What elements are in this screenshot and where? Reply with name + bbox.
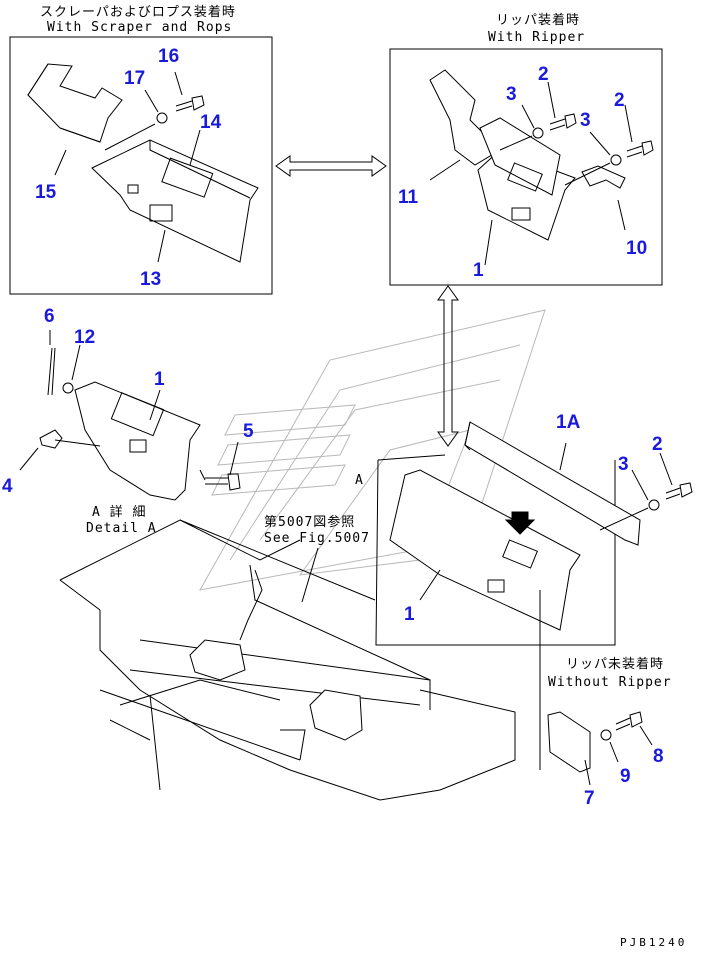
callout-17: 17	[124, 68, 145, 89]
part-1-plate-right	[389, 469, 581, 631]
callout-11: 11	[398, 187, 419, 208]
callout-13: 13	[140, 269, 161, 290]
part-9-washer	[600, 729, 612, 741]
callout-3-right: 3	[618, 454, 629, 475]
callout-1-ripper: 1	[473, 260, 484, 281]
callout-16: 16	[158, 46, 179, 67]
without-ripper-group: リッパ未装着時 Without Ripper 8 9 7	[547, 656, 672, 809]
callout-14: 14	[200, 112, 222, 133]
right-assembly: 1A 2 3 1	[375, 412, 693, 770]
part-6-pin	[47, 347, 56, 396]
callout-3-ripper-b: 3	[580, 110, 591, 131]
part-7-plate	[547, 711, 591, 773]
right-assembly-frame	[375, 454, 616, 646]
see-fig-leader	[301, 547, 319, 603]
scraper-rops-panel: スクレーパおよびロプス装着時 With Scraper and Rops 16 …	[9, 4, 273, 295]
callout-2-ripper-b: 2	[614, 90, 625, 111]
callout-10: 10	[626, 238, 647, 259]
callout-8: 8	[653, 746, 664, 767]
watermark-logo	[199, 309, 546, 591]
part-2-bolt-right	[665, 482, 693, 500]
callout-3-ripper-a: 3	[506, 84, 517, 105]
scraper-caption-en: With Scraper and Rops	[47, 20, 232, 35]
callout-1-right: 1	[404, 604, 415, 625]
part-2-bolt-a	[549, 113, 577, 131]
part-14-window	[161, 157, 214, 198]
left-assembly: 6 12 1 5 4	[2, 306, 254, 501]
part-4-clip	[39, 429, 101, 449]
ripper-caption-en: With Ripper	[488, 30, 585, 45]
scraper-caption-jp: スクレーパおよびロプス装着時	[40, 4, 236, 20]
callout-2-ripper-a: 2	[538, 64, 549, 85]
part-15-bracket	[27, 63, 123, 143]
part-3-washer-b	[610, 154, 622, 166]
callout-5: 5	[243, 421, 254, 442]
part-16-bolt	[175, 95, 205, 112]
part-13-nut	[127, 184, 139, 194]
callout-1A: 1A	[556, 412, 581, 433]
callout-12: 12	[74, 327, 95, 348]
part-5-bolt	[205, 473, 241, 491]
part-2-bolt-b	[626, 140, 654, 158]
part-13-pad	[149, 204, 173, 222]
without-ripper-caption-en: Without Ripper	[548, 675, 672, 690]
part-3-washer-a	[532, 127, 544, 139]
part-17-washer	[156, 112, 168, 124]
part-14-plate	[91, 139, 259, 263]
shipping-arrow-icon	[504, 511, 536, 535]
part-1-cover	[74, 381, 201, 501]
swap-arrow-horizontal	[275, 155, 387, 177]
ripper-panel-frame	[389, 48, 663, 286]
callout-15: 15	[35, 182, 57, 203]
part-10-plate	[581, 165, 626, 189]
see-fig-caption-jp: 第5007図参照	[264, 514, 355, 530]
ripper-panel: リッパ装着時 With Ripper 2 3 3 2 11 10 1	[389, 12, 663, 286]
callout-4: 4	[2, 476, 13, 497]
callout-7: 7	[584, 788, 595, 809]
callout-6: 6	[44, 306, 55, 327]
see-fig-caption-en: See Fig.5007	[264, 531, 370, 546]
part-8-bolt	[615, 711, 643, 731]
scraper-panel-frame	[9, 36, 273, 295]
ripper-caption-jp: リッパ装着時	[496, 12, 580, 28]
part-12-washer	[62, 382, 74, 394]
swap-arrow-vertical	[437, 285, 459, 447]
drawing-code: PJB1240	[620, 936, 687, 949]
callout-2-right: 2	[652, 434, 663, 455]
machine-body	[59, 519, 516, 801]
callout-9: 9	[620, 766, 631, 787]
without-ripper-caption-jp: リッパ未装着時	[566, 656, 664, 672]
callout-1-left: 1	[154, 369, 165, 390]
detail-caption-jp: A 詳 細	[92, 504, 146, 520]
detail-caption-en: Detail A	[86, 521, 157, 536]
part-3-washer-right	[648, 499, 660, 511]
detail-a-marker: A	[355, 473, 364, 488]
